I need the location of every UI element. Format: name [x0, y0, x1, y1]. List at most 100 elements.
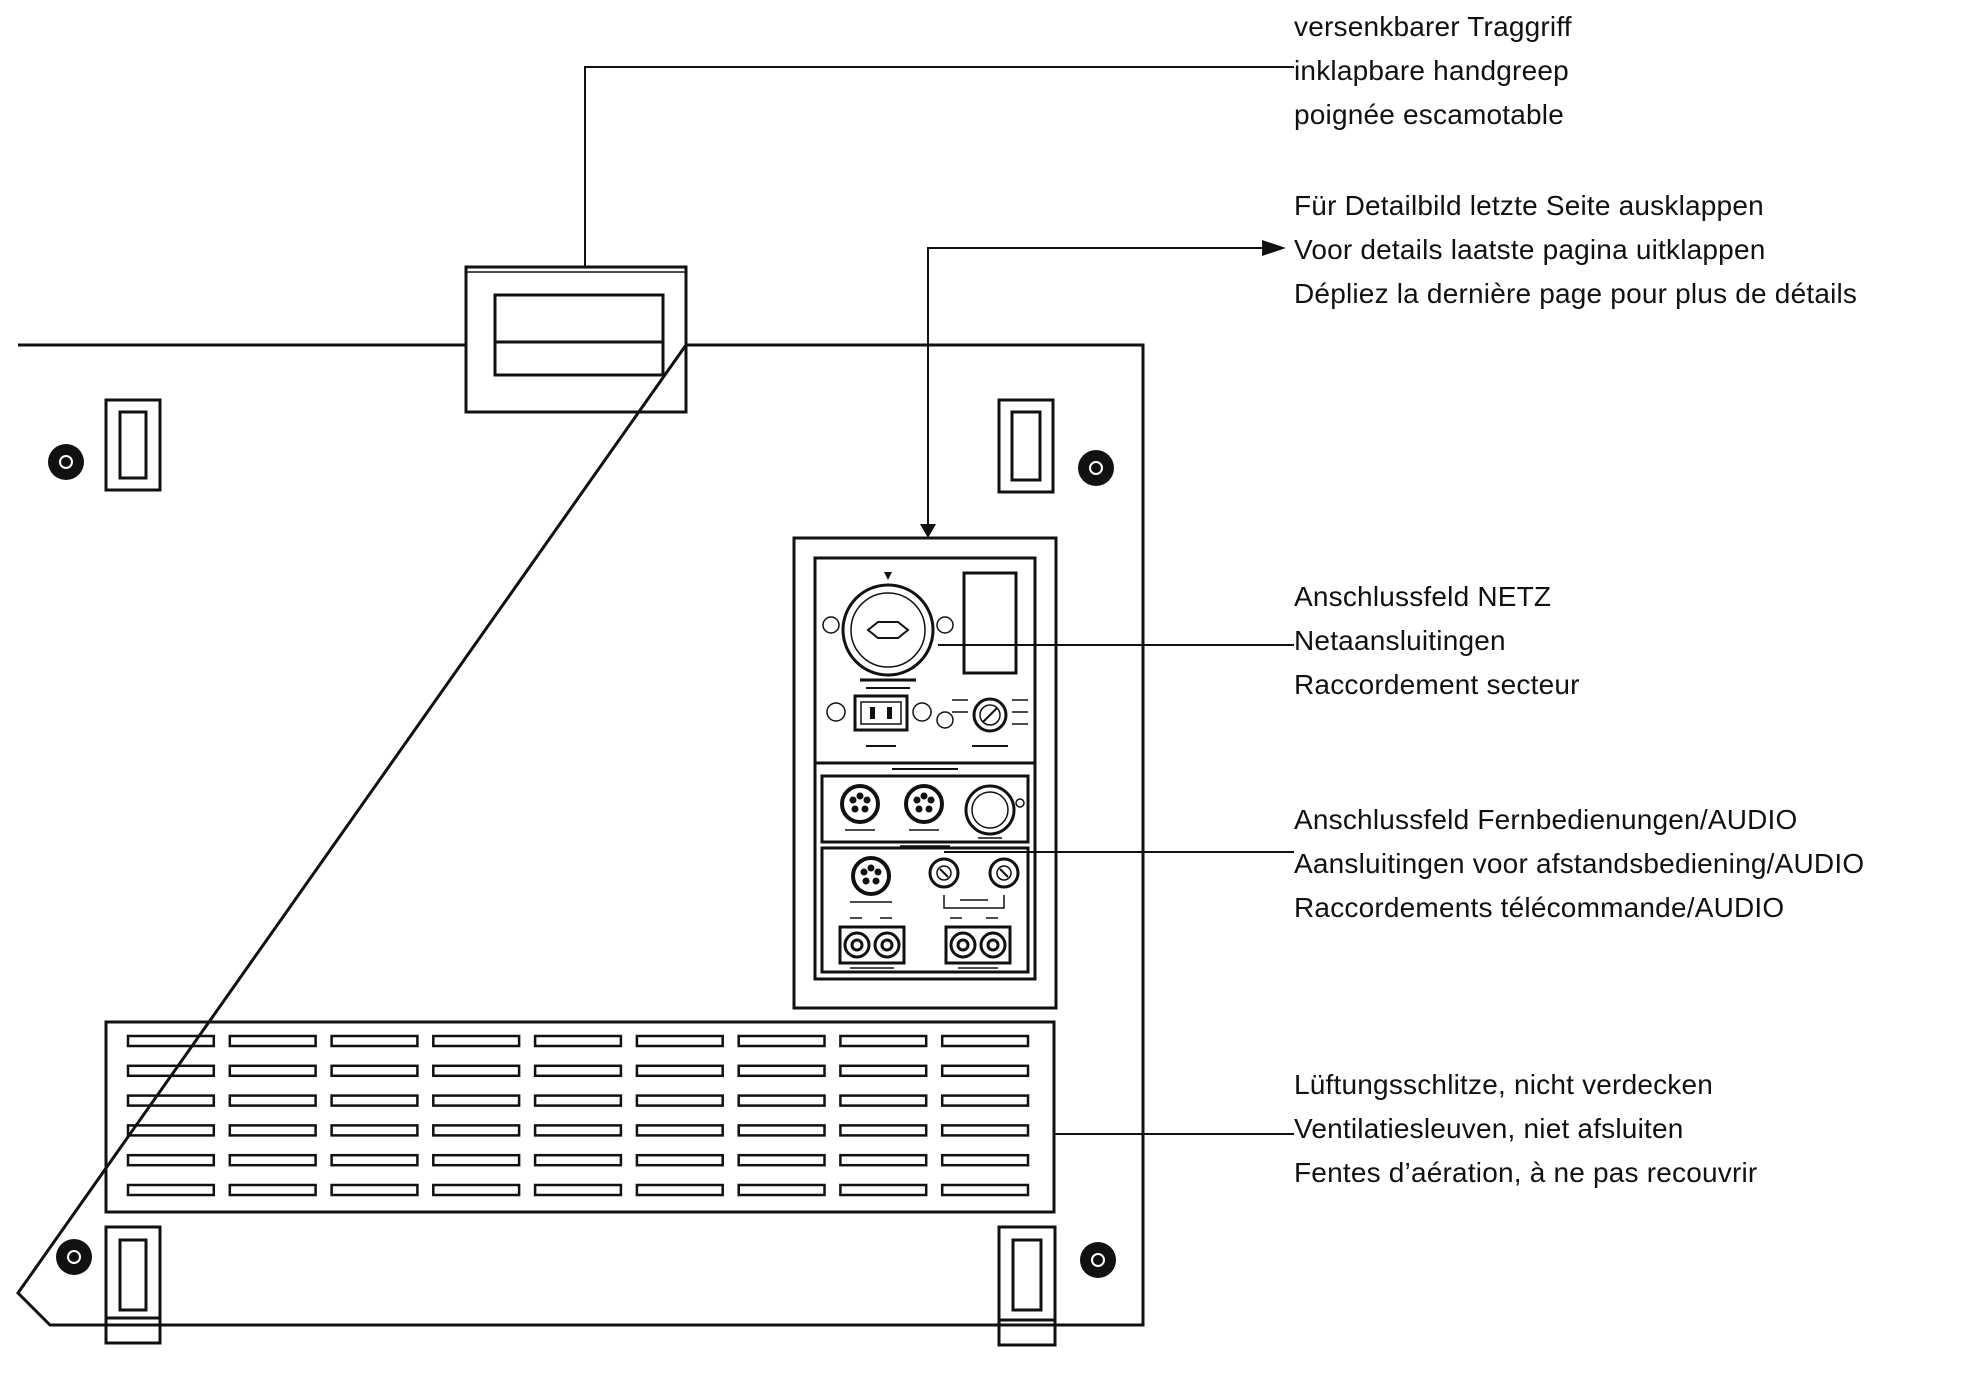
handle-grip	[493, 293, 665, 377]
rca-input-jacks-icon	[838, 925, 906, 969]
vent-slot	[330, 1153, 419, 1167]
vent-slot	[940, 1124, 1030, 1137]
vent-slot	[330, 1124, 419, 1137]
vent-slot	[126, 1034, 216, 1048]
callout-vents-fr: Fentes d’aération, à ne pas recouvrir	[1294, 1157, 1758, 1188]
vent-slot	[839, 1153, 928, 1167]
vent-slot	[940, 1034, 1030, 1048]
leader-detail	[927, 247, 1262, 538]
voltage-selector-icon	[822, 572, 954, 689]
audio-din-socket-icon	[850, 856, 892, 903]
screw-icon	[1078, 450, 1114, 486]
vent-slot	[940, 1153, 1030, 1167]
vent-slot	[330, 1183, 419, 1197]
vent-slot	[533, 1153, 623, 1167]
callout-mains-fr: Raccordement secteur	[1294, 669, 1580, 700]
vent-slot	[432, 1064, 521, 1078]
vent-slot	[228, 1124, 317, 1137]
vent-slot	[126, 1124, 216, 1137]
rca-output-jacks-icon	[944, 925, 1012, 969]
foot-left	[104, 1225, 162, 1345]
screw-icon	[56, 1239, 92, 1275]
callout-vents: Lüftungsschlitze, nicht verdecken Ventil…	[1294, 1063, 1757, 1195]
screws	[48, 444, 1116, 1278]
feet	[104, 1225, 1057, 1347]
vent-slot	[533, 1034, 623, 1048]
vent-slot	[228, 1094, 317, 1107]
callout-remote-audio-fr: Raccordements télécommande/AUDIO	[1294, 892, 1785, 923]
vent-slot	[432, 1094, 521, 1107]
vent-slot	[330, 1064, 419, 1078]
vent-slot	[432, 1124, 521, 1137]
vent-slot	[330, 1094, 419, 1107]
vent-slot	[126, 1064, 216, 1078]
audio-subpanel	[820, 846, 1030, 974]
callout-remote-audio-de: Anschlussfeld Fernbedienungen/AUDIO	[1294, 804, 1798, 835]
vent-slot	[330, 1034, 419, 1048]
leader-lines	[584, 66, 1294, 1135]
vent-slot	[940, 1094, 1030, 1107]
leader-handle	[584, 66, 1294, 267]
vent-slot	[635, 1094, 724, 1107]
din-socket-icon	[904, 784, 944, 831]
connection-panel	[792, 536, 1058, 1010]
vent-slot	[126, 1183, 216, 1197]
callout-detail-fr: Dépliez la dernière page pour plus de dé…	[1294, 278, 1858, 309]
cabinet-outline	[16, 343, 1145, 1327]
vent-slot	[533, 1094, 623, 1107]
vent-slot	[737, 1124, 826, 1137]
carrying-handle	[464, 265, 688, 414]
level-knob-icon	[988, 857, 1020, 889]
callout-handle: versenkbarer Traggriff inklapbare handgr…	[1294, 5, 1572, 137]
remote-audio-section	[813, 761, 1037, 981]
vent-slot	[839, 1094, 928, 1107]
vent-slot	[940, 1064, 1030, 1078]
vent-slot	[839, 1183, 928, 1197]
vent-slot	[126, 1094, 216, 1107]
ac-power-socket-icon	[826, 694, 932, 747]
vent-slot	[635, 1183, 724, 1197]
cabinet	[16, 343, 1145, 1327]
arrowhead-down-icon	[920, 524, 936, 538]
vent-slot	[839, 1034, 928, 1048]
callout-detail-de: Für Detailbild letzte Seite ausklappen	[1294, 190, 1764, 221]
handle-frame	[464, 265, 688, 414]
vent-slot	[737, 1094, 826, 1107]
remote-control-subpanel	[820, 774, 1030, 844]
callout-vents-de: Lüftungsschlitze, nicht verdecken	[1294, 1069, 1714, 1100]
vent-slot	[839, 1124, 928, 1137]
vent-slot	[635, 1124, 724, 1137]
callout-mains-de: Anschlussfeld NETZ	[1294, 581, 1552, 612]
callout-vents-nl: Ventilatiesleuven, niet afsluiten	[1294, 1113, 1684, 1144]
vent-slot	[737, 1153, 826, 1167]
vent-slot	[737, 1064, 826, 1078]
screw-icon	[48, 444, 84, 480]
vent-slot	[533, 1124, 623, 1137]
vent-slot	[533, 1183, 623, 1197]
mains-section	[813, 556, 1037, 765]
vent-slot	[635, 1034, 724, 1048]
vent-slot	[940, 1183, 1030, 1197]
din-socket-icon	[840, 784, 880, 831]
callout-mains-nl: Netaansluitingen	[1294, 625, 1506, 656]
vent-slot	[126, 1153, 216, 1167]
screw-icon	[1080, 1242, 1116, 1278]
fuse-holder-icon	[936, 697, 1028, 747]
callout-handle-nl: inklapbare handgreep	[1294, 55, 1569, 86]
callout-remote-audio-nl: Aansluitingen voor afstandsbediening/AUD…	[1294, 848, 1865, 879]
callout-detail-nl: Voor details laatste pagina uitklappen	[1294, 234, 1766, 265]
clip-top-left	[104, 398, 162, 492]
level-knob-icon	[928, 857, 960, 889]
vent-slot	[533, 1064, 623, 1078]
vent-slot	[635, 1153, 724, 1167]
callout-detail: Für Detailbild letzte Seite ausklappen V…	[1294, 184, 1857, 316]
rating-plate	[962, 571, 1018, 675]
vent-slots	[126, 1034, 1030, 1197]
foot-right	[997, 1225, 1057, 1347]
multi-pin-connector-icon	[964, 784, 1025, 839]
arrowhead-right-icon	[1262, 240, 1286, 256]
callout-mains: Anschlussfeld NETZ Netaansluitingen Racc…	[1294, 575, 1580, 707]
vent-slot	[432, 1034, 521, 1048]
